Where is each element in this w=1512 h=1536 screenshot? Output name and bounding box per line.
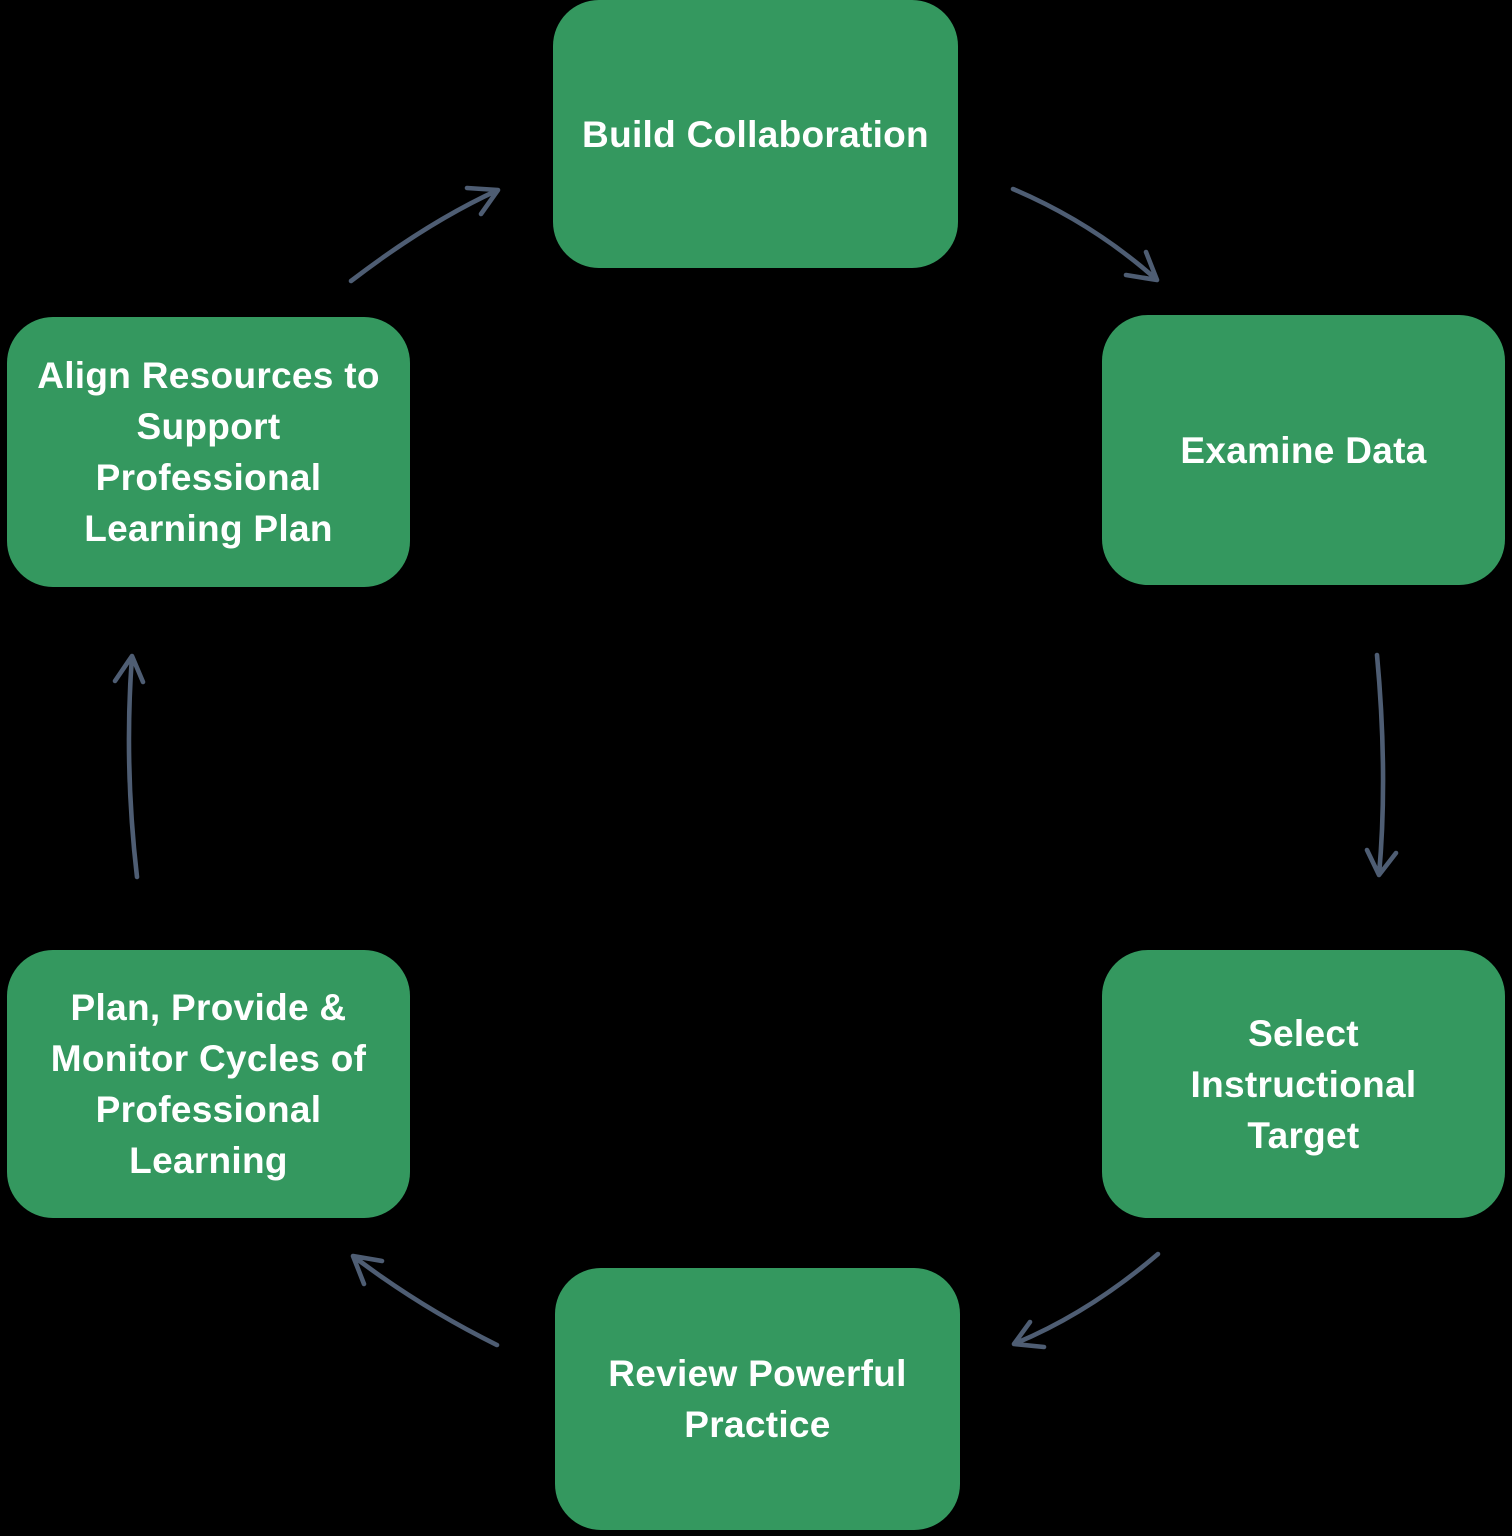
node-review-powerful-practice-label: Review Powerful Practice	[608, 1353, 907, 1445]
arrow-select-instructional-target-to-review-powerful-practice	[1011, 1251, 1161, 1350]
node-review-powerful-practice: Review Powerful Practice	[555, 1268, 960, 1530]
arrow-examine-data-to-select-instructional-target	[1364, 652, 1399, 878]
arrow-plan-provide-monitor-to-align-resources	[112, 653, 146, 880]
node-examine-data-label: Examine Data	[1180, 429, 1427, 471]
arrow-review-powerful-practice-to-plan-provide-monitor	[350, 1253, 500, 1348]
node-plan-provide-monitor-label: Plan, Provide & Monitor Cycles of Profes…	[50, 987, 367, 1181]
node-align-resources: Align Resources to Support Professional …	[7, 317, 410, 587]
node-align-resources-label: Align Resources to Support Professional …	[37, 355, 380, 549]
node-build-collaboration: Build Collaboration	[553, 0, 958, 268]
node-select-instructional-target-label: Select Instructional Target	[1190, 1012, 1417, 1156]
arrow-align-resources-to-build-collaboration	[348, 185, 501, 284]
arrow-build-collaboration-to-examine-data	[1010, 186, 1160, 283]
node-select-instructional-target: Select Instructional Target	[1102, 950, 1505, 1218]
node-build-collaboration-label: Build Collaboration	[582, 113, 929, 155]
node-examine-data: Examine Data	[1102, 315, 1505, 585]
node-plan-provide-monitor: Plan, Provide & Monitor Cycles of Profes…	[7, 950, 410, 1218]
